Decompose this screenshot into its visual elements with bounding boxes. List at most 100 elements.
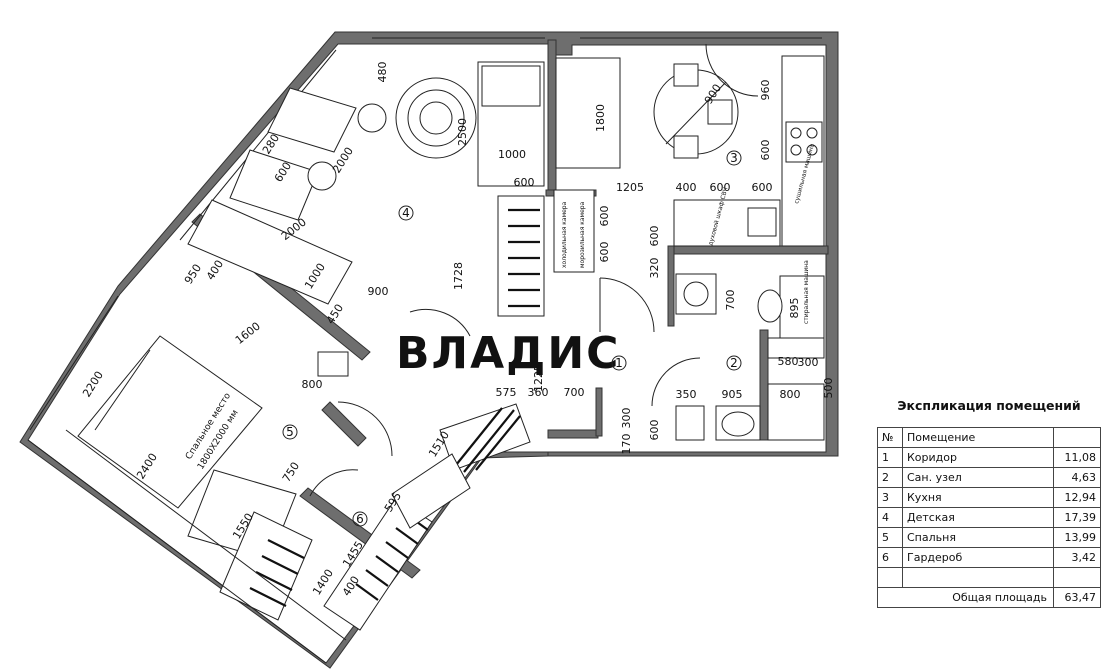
dimension-label: 600 xyxy=(598,206,611,227)
dimension-label: 600 xyxy=(514,176,535,189)
room-schedule-total: Общая площадь 63,47 xyxy=(877,587,1101,608)
dimension-label: 400 xyxy=(676,181,697,194)
table-row: 3 Кухня 12,94 xyxy=(877,487,1101,508)
wall-corridor-bottom xyxy=(547,429,599,439)
room-number-6: 6 xyxy=(356,512,364,526)
row-area: 17,39 xyxy=(1053,507,1101,528)
header-name: Помещение xyxy=(902,427,1054,448)
dimension-label: 800 xyxy=(780,388,801,401)
dimension-label: 700 xyxy=(564,386,585,399)
dimension-label: 600 xyxy=(759,140,772,161)
dimension-label: 450 xyxy=(324,302,346,327)
dimension-label: 1800 xyxy=(594,104,607,132)
room-number-4: 4 xyxy=(402,206,410,220)
watermark: ВЛАДИС xyxy=(396,328,620,379)
room-schedule-header: № Помещение xyxy=(877,427,1101,448)
dimension-label: 580 xyxy=(778,355,799,368)
row-num: 5 xyxy=(877,527,903,548)
header-num: № xyxy=(877,427,903,448)
dimension-label: 2500 xyxy=(456,118,469,146)
wardrobe-furniture xyxy=(323,403,531,631)
table-row: 2 Сан. узел 4,63 xyxy=(877,467,1101,488)
dimension-label: 360 xyxy=(528,386,549,399)
dimension-label: 750 xyxy=(280,460,302,485)
room-numbers: 1 2 3 4 5 6 xyxy=(282,150,742,527)
dimension-label: 400 xyxy=(204,258,226,283)
dimension-label: 575 xyxy=(496,386,517,399)
dimension-label: 300 xyxy=(620,408,633,429)
row-name: Сан. узел xyxy=(902,467,1054,488)
fridge-label: холодильная камера xyxy=(561,201,568,268)
bedroom-furniture xyxy=(27,335,349,664)
child-room-furniture xyxy=(187,61,595,317)
empty-cell xyxy=(877,567,903,588)
room-schedule-table: № Помещение 1 Коридор 11,08 2 Сан. узел … xyxy=(877,427,1101,608)
header-area xyxy=(1053,427,1101,448)
wall-bedroom-stub xyxy=(321,401,367,447)
row-name: Кухня xyxy=(902,487,1054,508)
empty-cell xyxy=(902,567,1054,588)
dimension-label: 2200 xyxy=(80,369,106,400)
dimension-label: 1000 xyxy=(498,148,526,161)
dimension-label: 600 xyxy=(598,242,611,263)
wall-bath-left xyxy=(667,245,675,327)
dimension-label: 800 xyxy=(302,378,323,391)
dimension-label: 900 xyxy=(368,285,389,298)
dimension-label: 300 xyxy=(798,356,819,369)
row-num: 2 xyxy=(877,467,903,488)
row-area: 3,42 xyxy=(1053,547,1101,568)
table-row: 5 Спальня 13,99 xyxy=(877,527,1101,548)
windows xyxy=(29,37,822,431)
dimension-label: 960 xyxy=(759,80,772,101)
dimension-label: 895 xyxy=(788,298,801,319)
dimension-label: 905 xyxy=(722,388,743,401)
row-area: 11,08 xyxy=(1053,447,1101,468)
row-area: 4,63 xyxy=(1053,467,1101,488)
room-schedule-title: Экспликация помещений xyxy=(897,398,1081,413)
wall-corridor-stub xyxy=(595,387,603,437)
room-number-5: 5 xyxy=(286,425,294,439)
dimension-label: 1600 xyxy=(233,320,263,347)
dimension-label: 600 xyxy=(648,226,661,247)
dimension-label: 700 xyxy=(724,290,737,311)
dimension-label: 170 xyxy=(620,434,633,455)
wall-shower xyxy=(759,329,769,441)
wall-kitchen-child xyxy=(547,39,557,191)
dimension-label: 1728 xyxy=(452,262,465,290)
dimension-label: 320 xyxy=(648,258,661,279)
dimension-label: 600 xyxy=(710,181,731,194)
wall-bath-top xyxy=(667,245,829,255)
dimension-label: 480 xyxy=(376,62,389,83)
row-name: Детская xyxy=(902,507,1054,528)
room-number-3: 3 xyxy=(730,151,738,165)
washer-label: стиральная машина xyxy=(803,260,810,324)
row-name: Гардероб xyxy=(902,547,1054,568)
total-area: 63,47 xyxy=(1053,587,1101,608)
row-area: 13,99 xyxy=(1053,527,1101,548)
dimension-label: 600 xyxy=(648,420,661,441)
doors xyxy=(309,43,759,497)
room-number-2: 2 xyxy=(730,356,738,370)
total-label: Общая площадь xyxy=(877,587,1054,608)
row-name: Коридор xyxy=(902,447,1054,468)
row-num: 3 xyxy=(877,487,903,508)
row-name: Спальня xyxy=(902,527,1054,548)
floor-plan: ВЛАДИС 1 2 3 4 5 6 Спальное место 1800Х2… xyxy=(19,31,839,669)
dimension-label: 1205 xyxy=(616,181,644,194)
dimension-label: 950 xyxy=(182,262,204,287)
empty-cell xyxy=(1053,567,1101,588)
room-schedule: Экспликация помещений № Помещение 1 Кори… xyxy=(877,398,1101,608)
table-row-empty xyxy=(877,567,1101,588)
row-num: 6 xyxy=(877,547,903,568)
row-num: 4 xyxy=(877,507,903,528)
freezer-label: морозильная камера xyxy=(579,201,586,268)
dimension-label: 1225 xyxy=(532,364,545,392)
row-area: 12,94 xyxy=(1053,487,1101,508)
table-row: 6 Гардероб 3,42 xyxy=(877,547,1101,568)
dimension-label: 350 xyxy=(676,388,697,401)
room-number-1: 1 xyxy=(615,356,623,370)
kitchen-furniture xyxy=(555,55,825,247)
dimension-label: 1400 xyxy=(310,567,336,598)
dimension-label: 600 xyxy=(752,181,773,194)
table-row: 4 Детская 17,39 xyxy=(877,507,1101,528)
